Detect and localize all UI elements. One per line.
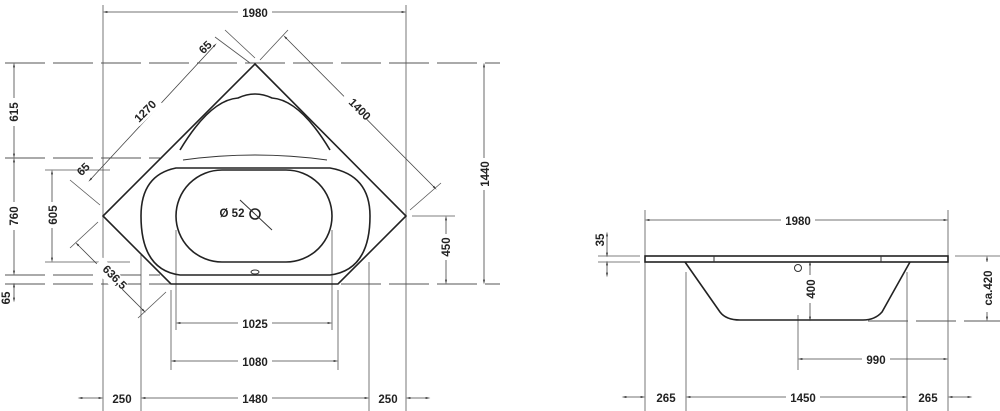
tub-outline bbox=[101, 62, 408, 285]
side-dim-depth: 400 bbox=[806, 279, 818, 298]
dim-rim-top: 65 bbox=[197, 39, 215, 57]
tub-basin-inner bbox=[175, 169, 333, 263]
dim-rim-bottom: 65 bbox=[1, 291, 13, 304]
dim-right-offset: 450 bbox=[441, 237, 453, 256]
overflow-icon bbox=[794, 264, 802, 272]
dim-margin-right: 250 bbox=[378, 394, 397, 406]
dim-margin-left: 250 bbox=[112, 394, 131, 406]
side-dim-middle-width: 1450 bbox=[790, 393, 816, 405]
side-dim-margin-left: 265 bbox=[656, 393, 676, 405]
side-dim-drain-offset: 990 bbox=[866, 355, 885, 367]
dim-depth-upper: 615 bbox=[9, 102, 21, 122]
tub-rim-side bbox=[644, 255, 949, 263]
drain-icon bbox=[249, 208, 261, 220]
side-dim-margin-right: 265 bbox=[918, 393, 938, 405]
overflow-icon bbox=[250, 269, 260, 275]
dim-inner-depth: 605 bbox=[48, 205, 60, 225]
dim-rim-left: 65 bbox=[75, 161, 93, 179]
dim-inner-width: 1025 bbox=[242, 319, 268, 331]
dim-front-width: 1080 bbox=[242, 357, 268, 369]
side-dim-rim: 35 bbox=[595, 233, 607, 246]
tub-basin-side bbox=[684, 261, 911, 321]
side-dim-width-total: 1980 bbox=[785, 216, 811, 228]
dim-height-total: 1440 bbox=[480, 161, 492, 187]
dim-drain: Ø 52 bbox=[220, 208, 245, 220]
dim-width-total: 1980 bbox=[242, 8, 268, 20]
top-view: 1980 615 760 65 605 450 1440 1270 65 65 … bbox=[1, 4, 500, 411]
dim-depth-lower: 760 bbox=[9, 206, 21, 225]
tub-inner-rim bbox=[179, 93, 331, 151]
side-dim-total-height: ca.420 bbox=[983, 270, 995, 305]
side-view: 1980 35 400 ca.420 990 265 1450 265 bbox=[595, 210, 1000, 411]
tub-basin-outer bbox=[140, 167, 371, 276]
dim-middle-width: 1480 bbox=[242, 394, 268, 406]
